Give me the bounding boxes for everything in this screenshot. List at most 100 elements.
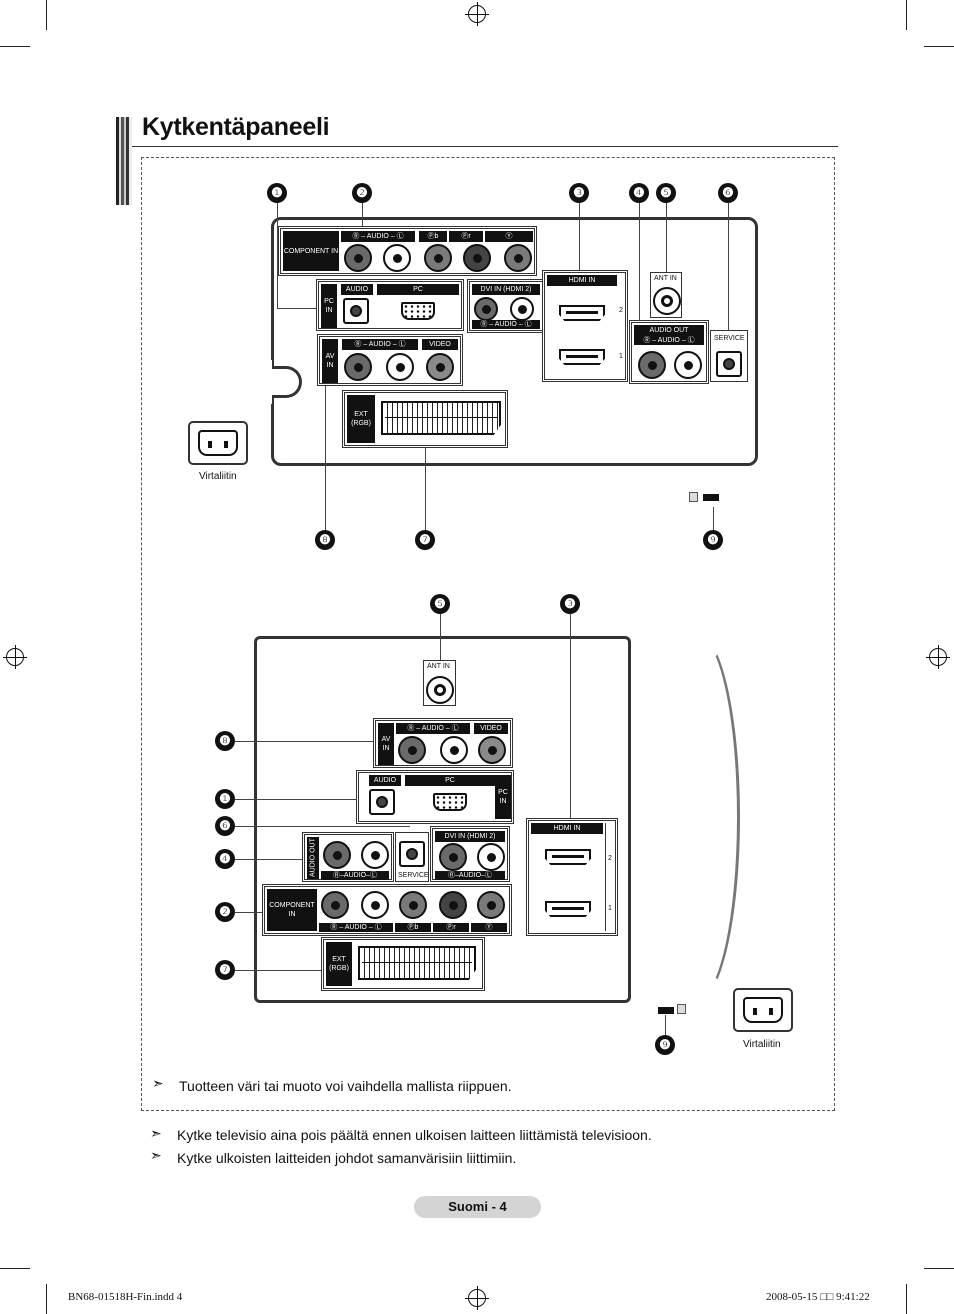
av-audio-l-jack[interactable]	[440, 736, 468, 764]
pc-header: PC	[377, 284, 459, 295]
page-number-badge: Suomi - 4	[414, 1196, 541, 1218]
pc-audio-jack[interactable]	[369, 789, 395, 815]
leader-line	[665, 1015, 666, 1035]
dvi-audio-l-jack[interactable]	[510, 297, 534, 321]
component-pr-jack[interactable]	[463, 244, 491, 272]
component-audio-l-jack[interactable]	[361, 891, 389, 919]
note-inside-box: Tuotteen väri tai muoto voi vaihdella ma…	[179, 1078, 512, 1094]
pc-vga-port[interactable]	[433, 793, 467, 811]
component-y-jack[interactable]	[477, 891, 505, 919]
audio-out-label: AUDIO OUT	[307, 837, 319, 879]
dvi-audio-l-jack[interactable]	[477, 843, 505, 871]
hdmi-2-port[interactable]	[559, 305, 605, 321]
dvi-header: DVI IN (HDMI 2)	[472, 284, 540, 295]
crop-mark	[924, 46, 954, 47]
hdmi-1-port[interactable]	[559, 349, 605, 365]
scart-port[interactable]	[381, 401, 501, 435]
power-label: Virtaliitin	[743, 1039, 781, 1050]
pc-vga-port[interactable]	[401, 302, 435, 320]
kensington-lock-icon	[677, 1004, 686, 1014]
dvi-audio-r-jack[interactable]	[474, 297, 498, 321]
service-port[interactable]	[399, 841, 425, 867]
footer-file-name: BN68-01518H-Fin.indd 4	[68, 1291, 183, 1303]
audio-out-l-jack[interactable]	[674, 351, 702, 379]
audio-out-l-jack[interactable]	[361, 841, 389, 869]
scart-port[interactable]	[358, 946, 476, 980]
component-pr-jack[interactable]	[439, 891, 467, 919]
dvi-in-group: DVI IN (HDMI 2) Ⓡ – AUDIO – Ⓛ	[467, 279, 545, 333]
ant-in-group: ANT IN	[650, 272, 682, 318]
video-header: VIDEO	[422, 339, 458, 350]
audio-out-group: AUDIO OUT Ⓡ–AUDIO–Ⓛ	[302, 832, 394, 882]
callout-9: ❾	[655, 1035, 675, 1055]
power-socket-icon	[188, 421, 248, 465]
leader-line	[277, 203, 278, 309]
hdmi-header: HDMI IN	[531, 823, 603, 834]
audio-out-rl-header: Ⓡ – AUDIO – Ⓛ	[634, 336, 704, 345]
pr-footer: Ⓟr	[433, 923, 469, 932]
av-in-label: AV IN	[378, 723, 394, 765]
callout-8: ❽	[215, 731, 235, 751]
crop-mark	[924, 1268, 954, 1269]
hdmi-2-port[interactable]	[545, 849, 591, 865]
audio-out-r-jack[interactable]	[638, 351, 666, 379]
ext-rgb-label: EXT (RGB)	[326, 942, 352, 986]
component-audio-r-jack[interactable]	[344, 244, 372, 272]
hdmi-1-port[interactable]	[545, 901, 591, 917]
panel-notch	[266, 366, 302, 398]
service-group: SERVICE	[395, 832, 429, 882]
video-header: VIDEO	[474, 723, 508, 734]
registration-mark-icon	[465, 2, 489, 26]
crop-mark	[906, 0, 907, 30]
leader-line	[235, 741, 375, 742]
hdmi-1-label: 1	[608, 905, 612, 912]
component-y-jack[interactable]	[504, 244, 532, 272]
av-video-jack[interactable]	[478, 736, 506, 764]
service-label: SERVICE	[398, 872, 429, 879]
av-audio-r-jack[interactable]	[344, 353, 372, 381]
callout-4: ❹	[215, 849, 235, 869]
audio-out-r-jack[interactable]	[323, 841, 351, 869]
leader-line	[579, 203, 580, 271]
title-rule	[132, 146, 838, 147]
pc-in-label: PC IN	[495, 775, 511, 819]
crop-mark	[46, 1284, 47, 1314]
ant-in-port[interactable]	[653, 287, 681, 315]
kensington-slot	[703, 494, 719, 501]
callout-9: ❾	[703, 530, 723, 550]
leader-line	[440, 614, 441, 660]
note-arrow-icon: ➣	[150, 1125, 162, 1141]
leader-line	[666, 203, 667, 273]
av-audio-r-jack[interactable]	[398, 736, 426, 764]
crop-mark	[46, 0, 47, 30]
callout-3: ❸	[569, 183, 589, 203]
footer-timestamp: 2008-05-15 □□ 9:41:22	[766, 1291, 870, 1303]
ant-in-port[interactable]	[426, 676, 454, 704]
callout-7: ❼	[215, 960, 235, 980]
av-audio-l-jack[interactable]	[386, 353, 414, 381]
callout-5: ❺	[656, 183, 676, 203]
component-pb-jack[interactable]	[399, 891, 427, 919]
av-audio-header: Ⓡ – AUDIO – Ⓛ	[396, 723, 470, 734]
audio-header: AUDIO	[341, 284, 373, 295]
callout-1: ❶	[215, 789, 235, 809]
pb-footer: Ⓟb	[395, 923, 431, 932]
registration-mark-icon	[3, 645, 27, 669]
callout-5: ❺	[430, 594, 450, 614]
av-video-jack[interactable]	[426, 353, 454, 381]
dvi-audio-r-jack[interactable]	[439, 843, 467, 871]
note-arrow-icon: ➣	[150, 1147, 162, 1163]
service-port[interactable]	[716, 351, 742, 377]
dvi-audio-footer: Ⓡ–AUDIO–Ⓛ	[435, 871, 505, 880]
kensington-slot	[658, 1007, 674, 1014]
leader-line	[639, 203, 640, 321]
component-pb-jack[interactable]	[424, 244, 452, 272]
component-audio-r-jack[interactable]	[321, 891, 349, 919]
component-audio-l-jack[interactable]	[383, 244, 411, 272]
pc-audio-jack[interactable]	[343, 298, 369, 324]
callout-7: ❼	[415, 530, 435, 550]
ant-in-label: ANT IN	[654, 275, 677, 282]
callout-8: ❽	[315, 530, 335, 550]
av-in-label: AV IN	[322, 339, 338, 383]
leader-line	[713, 507, 714, 530]
